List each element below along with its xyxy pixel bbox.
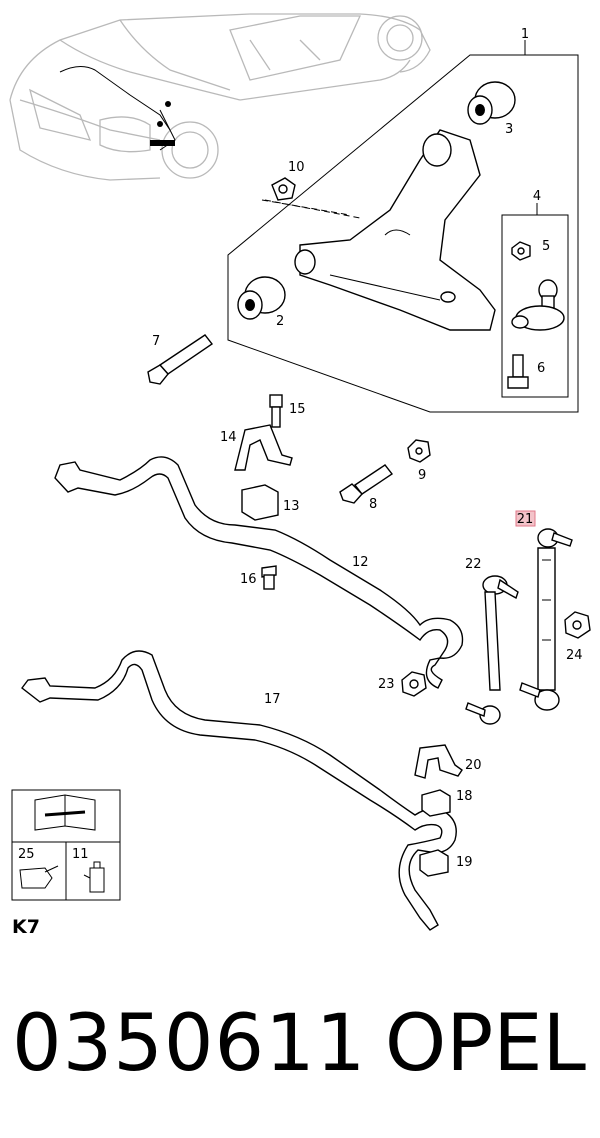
label-8: 8	[369, 497, 377, 512]
bushing-13	[241, 484, 279, 521]
section-code: K7	[12, 916, 40, 938]
label-16: 16	[240, 572, 257, 587]
stabilizer-link-22	[465, 575, 519, 725]
bolt-6	[507, 354, 529, 389]
label-5: 5	[542, 239, 550, 254]
label-4: 4	[533, 189, 541, 204]
car-outline	[9, 13, 431, 181]
brand-name: OPEL	[384, 999, 586, 1089]
car-suspension-sketch	[59, 66, 176, 151]
nut-23	[401, 671, 427, 697]
lower-control-arm	[294, 129, 496, 331]
label-24: 24	[566, 648, 583, 663]
label-12: 12	[352, 555, 369, 570]
label-10: 10	[288, 160, 305, 175]
nut-10	[261, 177, 361, 219]
label-7: 7	[152, 334, 160, 349]
label-3: 3	[505, 122, 513, 137]
clamp-20	[414, 744, 463, 779]
label-23: 23	[378, 677, 395, 692]
label-2: 2	[276, 314, 284, 329]
ball-joint	[511, 279, 565, 331]
spray-can-icon	[83, 861, 105, 893]
bolt-8	[339, 464, 394, 504]
stabilizer-bar-12	[54, 456, 464, 689]
bushing-19	[419, 849, 449, 877]
label-9: 9	[418, 468, 426, 483]
label-22: 22	[465, 557, 482, 572]
control-arm-group-box	[227, 40, 579, 413]
bushing-18	[421, 789, 451, 817]
nut-9	[407, 439, 431, 463]
plug-16	[261, 565, 277, 590]
bolt-15	[269, 394, 283, 428]
manual-wrench-icon	[34, 794, 96, 831]
oil-can-icon	[19, 865, 59, 889]
label-20: 20	[465, 758, 482, 773]
label-13: 13	[283, 499, 300, 514]
label-1: 1	[521, 27, 529, 42]
nut-24	[564, 611, 591, 639]
stabilizer-link-21	[519, 528, 573, 711]
service-info-box	[11, 789, 121, 901]
stabilizer-bar-17	[21, 650, 457, 931]
label-25: 25	[18, 847, 35, 862]
label-14: 14	[220, 430, 237, 445]
nut-5	[511, 241, 531, 261]
bushing-upper	[467, 81, 516, 125]
label-15: 15	[289, 402, 306, 417]
bolt-7	[147, 334, 214, 385]
label-19: 19	[456, 855, 473, 870]
label-6: 6	[537, 361, 545, 376]
label-11: 11	[72, 847, 89, 862]
label-21[interactable]: 21	[517, 512, 534, 527]
clamp-14	[234, 424, 293, 471]
parts-diagram: 1 3 2 10 4 5	[9, 13, 591, 931]
label-17: 17	[264, 692, 281, 707]
ball-joint-group-box	[501, 203, 569, 398]
label-18: 18	[456, 789, 473, 804]
part-number: 0350611	[12, 999, 367, 1089]
label-21-highlight	[515, 510, 536, 527]
bushing-lower	[237, 276, 286, 320]
